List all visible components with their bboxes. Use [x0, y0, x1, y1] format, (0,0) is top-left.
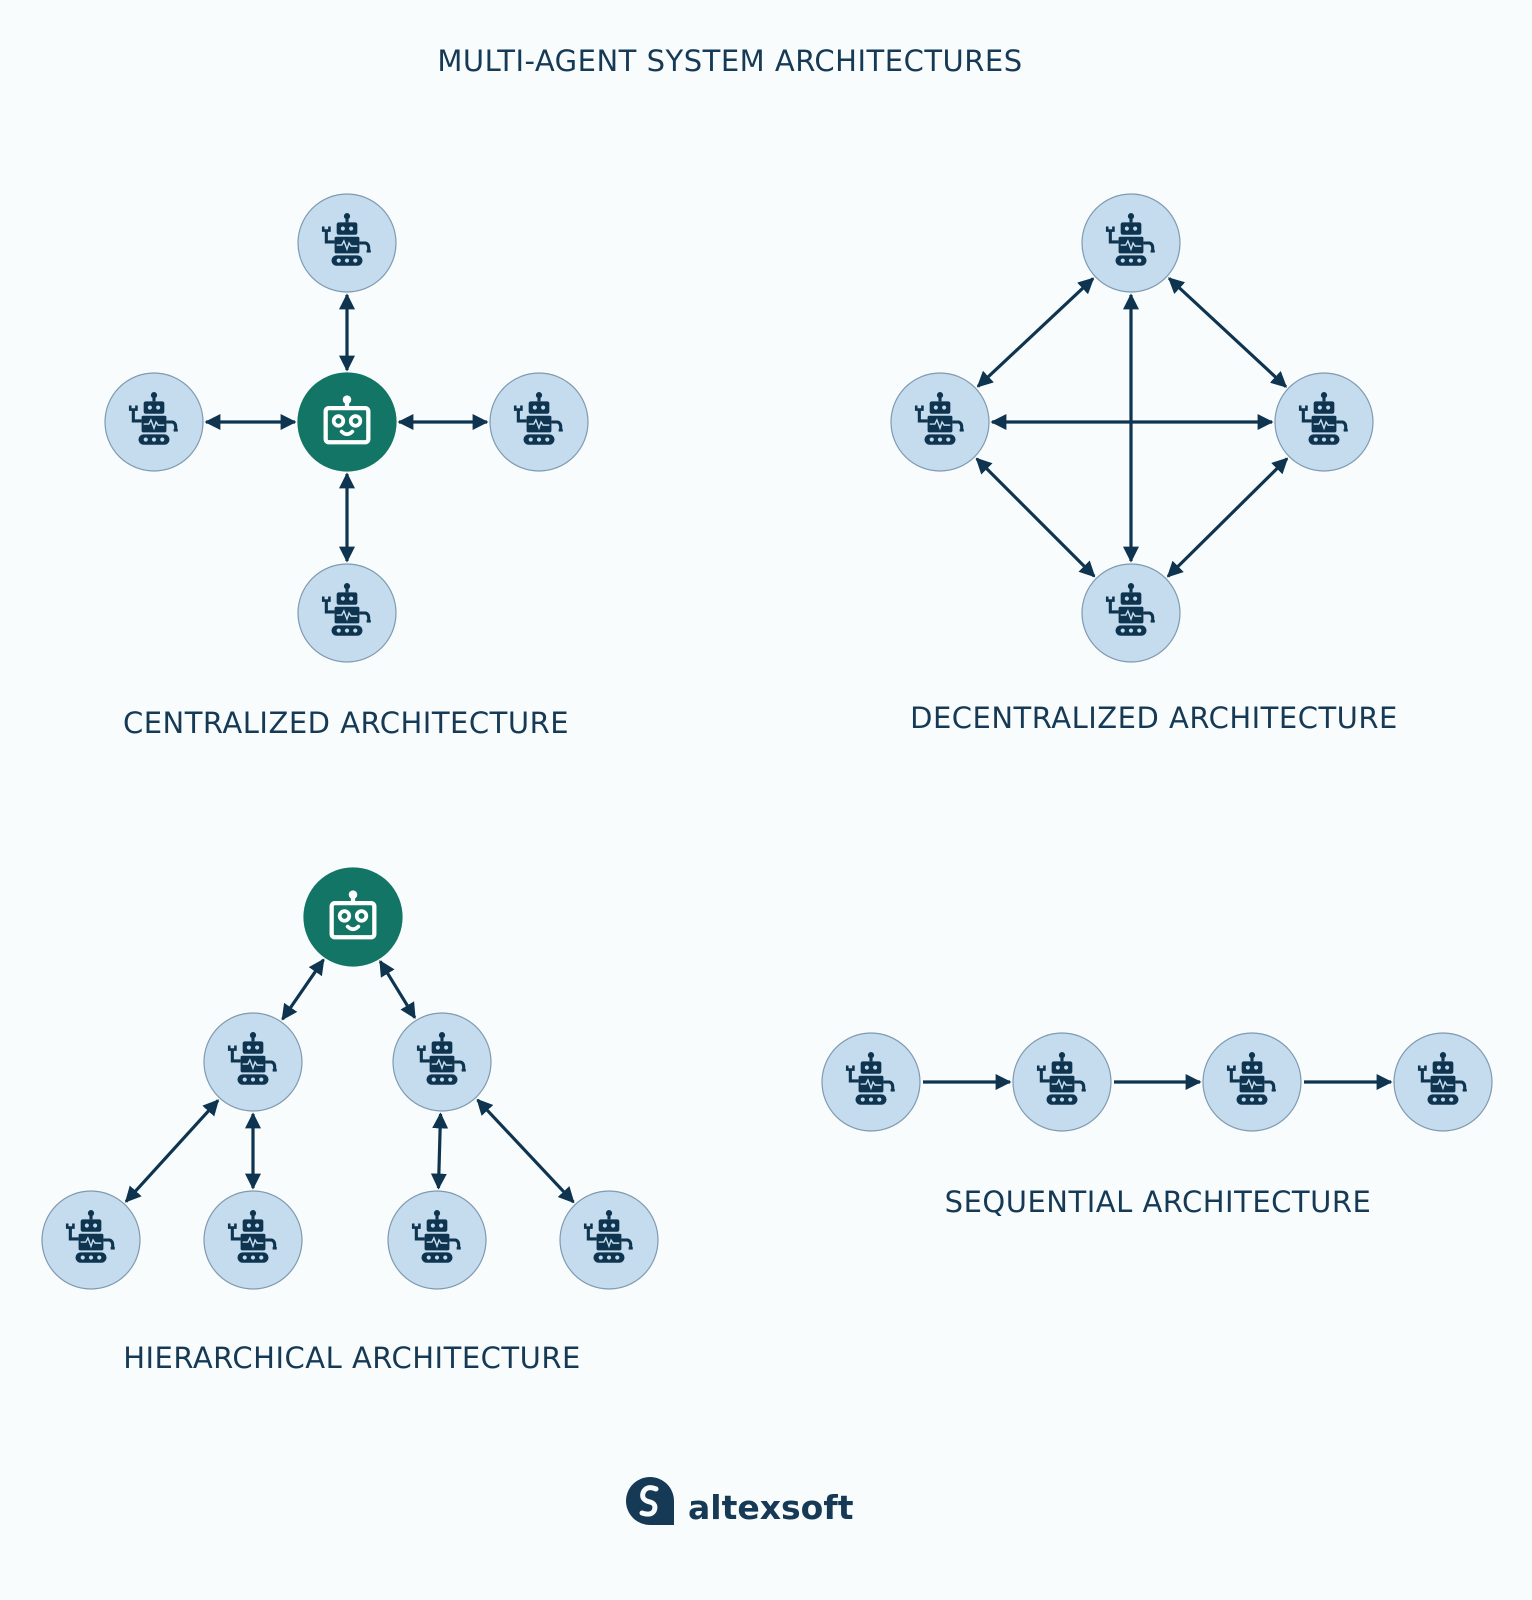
- agent-node-d-bottom: [1081, 563, 1181, 663]
- agent-node-s-1: [821, 1032, 921, 1132]
- agent-node-c-right: [489, 372, 589, 472]
- agent-node-h-mid-left: [203, 1012, 303, 1112]
- node-circle: [297, 372, 397, 472]
- agent-node-h-leaf-3: [387, 1190, 487, 1290]
- agent-node-c-left: [104, 372, 204, 472]
- bidirectional-arrow-h-mid-right-h-leaf-4: [476, 1098, 575, 1204]
- bidirectional-arrow-h-mid-left-h-leaf-1: [124, 1099, 220, 1203]
- bidirectional-arrow-d-top-d-right: [1167, 277, 1288, 388]
- agent-node-d-right: [1274, 372, 1374, 472]
- bidirectional-arrow-d-top-d-left: [976, 277, 1095, 388]
- agent-node-c-bottom: [297, 563, 397, 663]
- agent-node-d-left: [890, 372, 990, 472]
- hierarchical-architecture-label: HIERARCHICAL ARCHITECTURE: [123, 1341, 581, 1375]
- bidirectional-arrow-h-mid-right-h-leaf-3: [430, 1112, 449, 1190]
- altexsoft-logo-icon: [626, 1476, 674, 1525]
- agent-node-d-top: [1081, 193, 1181, 293]
- agent-node-h-leaf-2: [203, 1190, 303, 1290]
- decentralized-architecture-label: DECENTRALIZED ARCHITECTURE: [910, 701, 1398, 735]
- sequential-architecture-label: SEQUENTIAL ARCHITECTURE: [944, 1185, 1372, 1219]
- orchestrator-node-h-root: [303, 867, 403, 967]
- bidirectional-arrow-h-root-h-mid-left: [281, 958, 325, 1021]
- page-title: MULTI-AGENT SYSTEM ARCHITECTURES: [437, 44, 1023, 78]
- agent-node-s-4: [1393, 1032, 1493, 1132]
- agent-node-s-2: [1012, 1032, 1112, 1132]
- bidirectional-arrow-d-right-d-bottom: [1166, 457, 1289, 578]
- agent-node-s-3: [1202, 1032, 1302, 1132]
- agent-node-h-leaf-1: [41, 1190, 141, 1290]
- agent-node-h-mid-right: [392, 1012, 492, 1112]
- orchestrator-node-c-hub: [297, 372, 397, 472]
- bidirectional-arrow-d-left-d-bottom: [975, 457, 1096, 578]
- bidirectional-arrow-h-root-h-mid-right: [378, 959, 417, 1020]
- altexsoft-logo: altexsoft: [624, 1474, 853, 1527]
- node-circle: [303, 867, 403, 967]
- edges-layer: [124, 277, 1393, 1204]
- altexsoft-wordmark: altexsoft: [688, 1488, 854, 1527]
- nodes-layer: [41, 193, 1493, 1290]
- agent-node-c-top: [297, 193, 397, 293]
- centralized-architecture-label: CENTRALIZED ARCHITECTURE: [122, 706, 570, 740]
- agent-node-h-leaf-4: [559, 1190, 659, 1290]
